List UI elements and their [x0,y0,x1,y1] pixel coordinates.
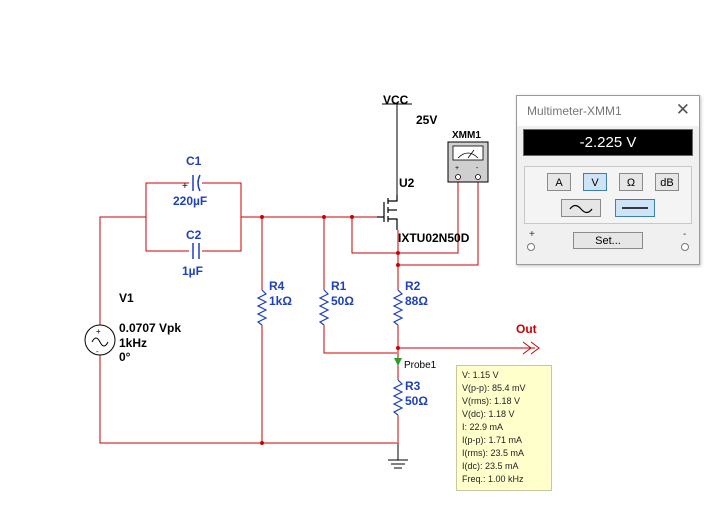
minus-terminal[interactable] [681,243,689,251]
mode-ammeter-button[interactable]: A [547,173,571,191]
wires [99,180,535,460]
meter-symbol-name: XMM1 [452,130,481,141]
vcc-value: 25V [416,113,437,127]
c1-ref: C1 [186,154,202,168]
multimeter-display: -2.225 V [523,129,693,156]
r1-symbol[interactable] [318,289,330,326]
r4-ref: R4 [269,279,285,293]
svg-text:+: + [455,165,459,172]
probe-line-i: I: 22.9 mA [462,422,504,432]
multimeter-reading: -2.225 V [579,134,637,151]
r1-value: 50Ω [331,294,354,308]
multimeter-window[interactable]: Multimeter-XMM1 ✕ -2.225 V A V Ω dB Set.… [516,95,700,265]
v1-source-symbol[interactable] [84,324,116,356]
sine-wave-icon [569,204,593,214]
plus-terminal-label: + [529,229,535,240]
r4-symbol[interactable] [256,289,268,326]
multimeter-mode-panel: A V Ω dB [524,166,692,224]
c2-symbol[interactable] [192,243,200,259]
r3-symbol[interactable] [392,379,404,416]
probe-line-vrms: V(rms): 1.18 V [462,396,521,406]
c2-ref: C2 [186,228,202,242]
c2-value: 1µF [182,264,203,278]
r4-value: 1kΩ [269,294,292,308]
probe-line-vpp: V(p-p): 85.4 mV [462,383,526,393]
probe-line-v: V: 1.15 V [462,370,499,380]
out-connector[interactable] [522,341,540,355]
plus-terminal[interactable] [527,243,535,251]
probe-marker[interactable] [394,358,402,366]
multimeter-title: Multimeter-XMM1 [527,104,622,118]
c1-symbol[interactable] [192,174,201,192]
probe-line-idc: I(dc): 23.5 mA [462,461,519,471]
r2-value: 88Ω [405,294,428,308]
mosfet-symbol[interactable] [377,195,398,230]
v1-ref: V1 [119,291,134,305]
minus-terminal-label: - [683,229,687,240]
probe-readout-tooltip: V: 1.15 V V(p-p): 85.4 mV V(rms): 1.18 V… [456,365,552,491]
mosfet-part: IXTU02N50D [398,231,470,245]
probe-line-vdc: V(dc): 1.18 V [462,409,515,419]
set-button[interactable]: Set... [573,232,643,249]
v1-frequency: 1kHz [119,336,147,350]
r3-ref: R3 [405,379,421,393]
probe-line-freq: Freq.: 1.00 kHz [462,474,524,484]
r2-symbol[interactable] [392,289,404,326]
mode-decibel-button[interactable]: dB [655,173,679,191]
r1-ref: R1 [331,279,347,293]
xmm1-meter-symbol[interactable]: + - [447,141,489,183]
mode-ohmmeter-button[interactable]: Ω [619,173,643,191]
probe-line-irms: I(rms): 23.5 mA [462,448,525,458]
out-label: Out [516,322,537,336]
mosfet-ref: U2 [399,176,415,190]
close-icon[interactable]: ✕ [675,100,690,119]
dc-mode-button[interactable] [615,199,655,217]
probe-name: Probe1 [404,360,437,371]
r2-ref: R2 [405,279,421,293]
v1-amplitude: 0.0707 Vpk [119,321,181,335]
v1-phase: 0° [119,350,131,364]
svg-text:-: - [476,165,479,172]
vcc-name: VCC [383,93,409,107]
c1-polarity: + [182,181,188,192]
r3-value: 50Ω [405,394,428,408]
ac-mode-button[interactable] [561,199,601,217]
multimeter-titlebar[interactable]: Multimeter-XMM1 ✕ [517,96,699,126]
probe-line-ipp: I(p-p): 1.71 mA [462,435,523,445]
svg-text:-: - [96,347,99,356]
mode-voltmeter-button[interactable]: V [583,173,607,191]
dc-line-icon [622,207,648,209]
svg-text:+: + [96,327,101,336]
c1-value: 220µF [173,194,207,208]
